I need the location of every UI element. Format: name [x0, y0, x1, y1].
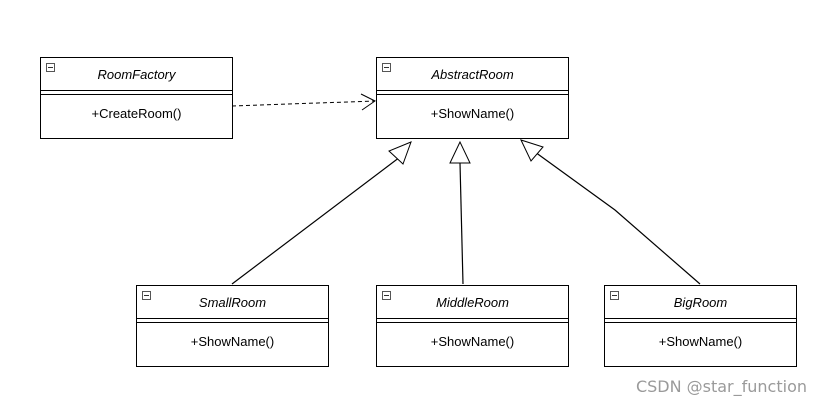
class-smallroom[interactable]: SmallRoom +ShowName(): [136, 285, 329, 367]
class-header: BigRoom: [605, 286, 796, 319]
class-abstractroom[interactable]: AbstractRoom +ShowName(): [376, 57, 569, 139]
dependency-arrow: [231, 93, 376, 111]
attributes-compartment: [41, 91, 232, 95]
generalization-arrow-bigroom: [520, 139, 701, 285]
class-name: AbstractRoom: [431, 66, 514, 82]
collapse-icon[interactable]: [610, 291, 619, 300]
class-roomfactory[interactable]: RoomFactory +CreateRoom(): [40, 57, 233, 139]
attributes-compartment: [377, 319, 568, 323]
class-middleroom[interactable]: MiddleRoom +ShowName(): [376, 285, 569, 367]
generalization-arrow-middleroom: [449, 140, 471, 285]
class-header: RoomFactory: [41, 58, 232, 91]
generalization-arrow-smallroom: [231, 141, 412, 285]
class-bigroom[interactable]: BigRoom +ShowName(): [604, 285, 797, 367]
class-header: SmallRoom: [137, 286, 328, 319]
collapse-icon[interactable]: [382, 63, 391, 72]
collapse-icon[interactable]: [382, 291, 391, 300]
operation: +ShowName(): [430, 106, 515, 121]
attributes-compartment: [377, 91, 568, 95]
operation: +ShowName(): [190, 334, 275, 349]
operation: +CreateRoom(): [91, 106, 182, 121]
collapse-icon[interactable]: [142, 291, 151, 300]
operation: +ShowName(): [658, 334, 743, 349]
class-header: AbstractRoom: [377, 58, 568, 91]
attributes-compartment: [137, 319, 328, 323]
class-name: RoomFactory: [97, 66, 176, 82]
collapse-icon[interactable]: [46, 63, 55, 72]
watermark: CSDN @star_function: [635, 377, 807, 396]
class-name: BigRoom: [673, 294, 728, 310]
operation: +ShowName(): [430, 334, 515, 349]
class-name: MiddleRoom: [436, 294, 509, 310]
class-header: MiddleRoom: [377, 286, 568, 319]
attributes-compartment: [605, 319, 796, 323]
class-name: SmallRoom: [198, 294, 267, 310]
